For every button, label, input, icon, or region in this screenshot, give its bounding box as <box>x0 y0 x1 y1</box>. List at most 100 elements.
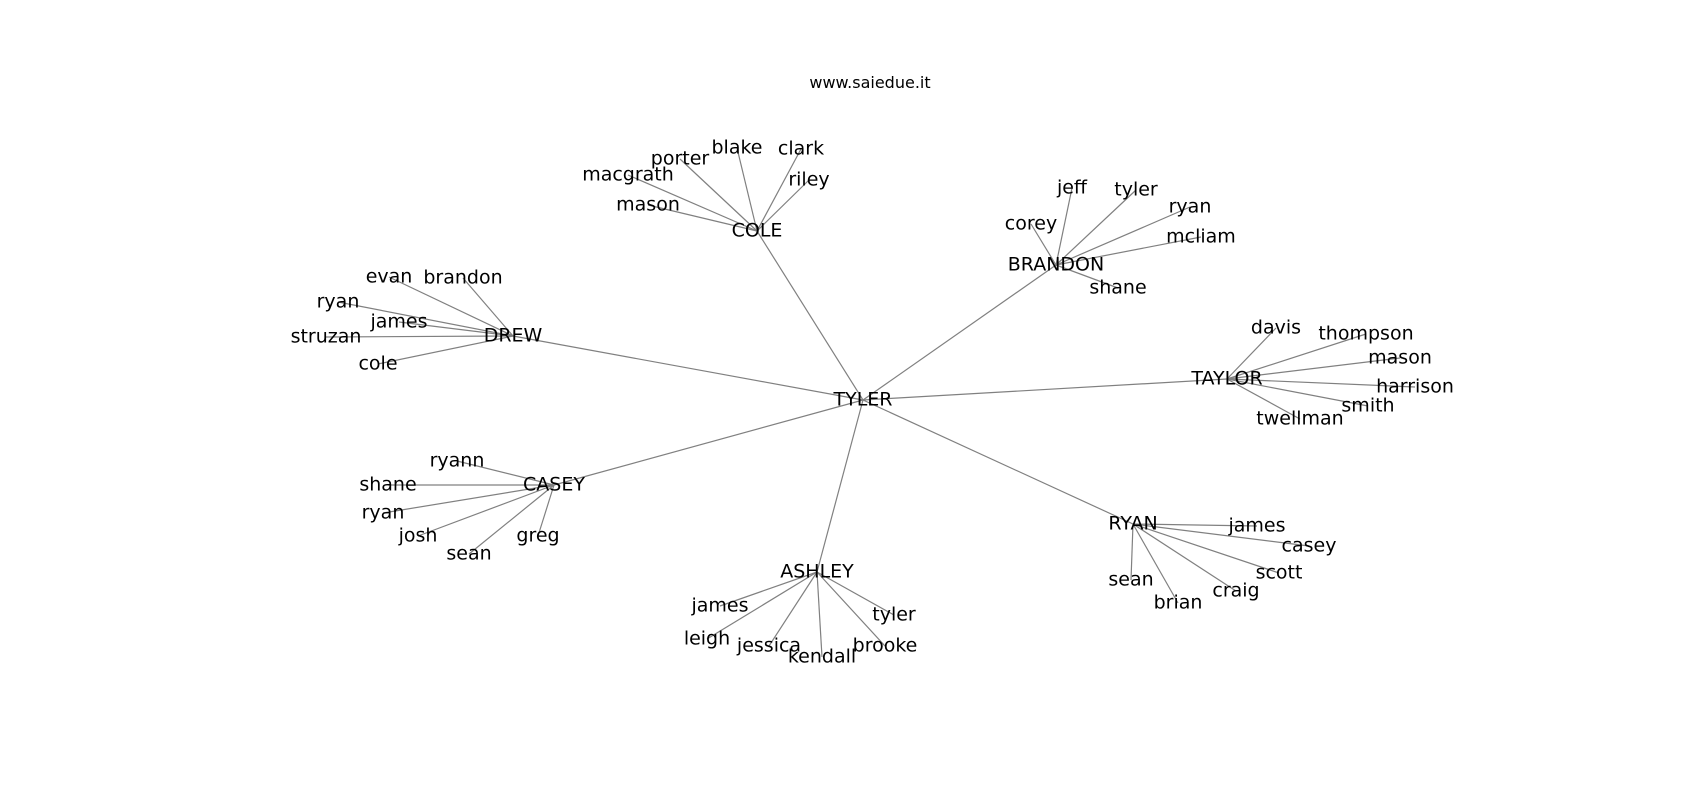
edge-drew-james <box>398 321 514 337</box>
edge-brandon-ryan <box>1055 206 1191 266</box>
leaf-node-label: mason <box>616 194 680 216</box>
leaf-node-label: shane <box>359 474 416 496</box>
leaf-node-label: struzan <box>291 326 362 348</box>
leaf-node-label: evan <box>366 266 413 288</box>
leaf-node-label: porter <box>651 148 710 170</box>
edge-ryan-sean <box>1130 523 1134 581</box>
leaf-node-label: jessica <box>736 635 801 657</box>
leaf-node-label: james <box>1227 515 1285 537</box>
edge-root-brandon <box>862 264 1057 401</box>
edge-root-ryan <box>862 399 1134 525</box>
leaf-node-label: smith <box>1341 395 1394 417</box>
group-node-label-ryan: RYAN <box>1108 513 1157 535</box>
group-node-label-ashley: ASHLEY <box>780 561 854 583</box>
edge-casey-greg <box>537 484 555 537</box>
edge-ryan-brian <box>1132 523 1179 604</box>
edge-taylor-twellman <box>1226 378 1301 420</box>
leaf-node-label: riley <box>788 169 829 191</box>
leaf-node-label: craig <box>1212 580 1259 602</box>
leaf-node-label: ryan <box>362 502 405 524</box>
edge-cole-clark <box>756 148 802 232</box>
leaf-node-label: ryan <box>1169 196 1212 218</box>
leaf-node-label: davis <box>1251 317 1301 339</box>
edge-casey-ryan <box>382 484 555 514</box>
leaf-node-label: brandon <box>423 267 502 289</box>
edge-cole-porter <box>679 158 758 232</box>
leaf-node-label: corey <box>1005 213 1057 235</box>
leaf-node-label: sean <box>1108 569 1153 591</box>
leaf-node-label: ryan <box>317 291 360 313</box>
edge-ashley-james <box>719 571 818 607</box>
edge-root-cole <box>756 230 864 401</box>
edge-root-drew <box>512 335 864 401</box>
edge-taylor-harrison <box>1226 378 1416 388</box>
edge-ashley-jessica <box>768 571 818 647</box>
edge-casey-josh <box>417 484 555 537</box>
leaf-node-label: clark <box>778 138 824 160</box>
leaf-node-label: james <box>369 311 427 333</box>
edge-brandon-jeff <box>1055 187 1073 266</box>
edge-brandon-mcliam <box>1055 236 1202 266</box>
edge-ryan-craig <box>1132 523 1237 592</box>
edge-root-casey <box>553 399 864 486</box>
edge-ashley-leigh <box>706 571 818 640</box>
leaf-node-label: mason <box>1368 347 1432 369</box>
edge-drew-evan <box>388 276 514 337</box>
group-node-label-cole: COLE <box>732 220 783 242</box>
edge-taylor-davis <box>1226 327 1277 380</box>
edge-brandon-corey <box>1030 223 1057 266</box>
edge-brandon-tyler <box>1055 189 1137 266</box>
root-node-label: TYLER <box>832 389 892 411</box>
leaf-node-label: ryann <box>430 450 485 472</box>
edge-drew-brandon <box>462 277 514 337</box>
leaf-node-label: twellman <box>1256 408 1343 430</box>
leaf-node-label: scott <box>1256 562 1303 584</box>
leaf-node-label: sean <box>446 543 491 565</box>
leaf-node-label: leigh <box>684 628 730 650</box>
leaf-node-label: harrison <box>1376 376 1454 398</box>
leaf-node-label: kendall <box>788 646 856 668</box>
leaf-node-label: jeff <box>1056 177 1088 199</box>
edge-ryan-casey <box>1132 523 1310 547</box>
group-node-label-drew: DREW <box>484 325 543 347</box>
edge-drew-ryan <box>337 301 514 337</box>
edge-root-taylor <box>862 378 1228 401</box>
group-node-label-taylor: TAYLOR <box>1190 368 1262 390</box>
leaf-node-label: tyler <box>1114 179 1158 201</box>
edge-drew-cole <box>377 335 514 365</box>
leaf-node-label: cole <box>358 353 397 375</box>
edge-ashley-brooke <box>816 571 886 647</box>
edge-casey-ryann <box>456 460 555 486</box>
edge-cole-macgrath <box>627 174 758 232</box>
edge-taylor-thompson <box>1226 333 1367 380</box>
edge-taylor-smith <box>1226 378 1369 407</box>
leaf-node-label: macgrath <box>582 164 674 186</box>
leaf-node-label: tyler <box>872 604 916 626</box>
edge-ashley-kendall <box>816 571 823 658</box>
edge-cole-blake <box>736 147 758 232</box>
watermark-text: www.saiedue.it <box>809 73 930 92</box>
group-node-label-casey: CASEY <box>523 474 585 496</box>
edge-ryan-james <box>1132 523 1258 527</box>
edge-ashley-tyler <box>816 571 895 616</box>
edge-drew-struzan <box>325 335 514 338</box>
leaf-node-label: greg <box>516 525 559 547</box>
leaf-node-label: brooke <box>853 635 918 657</box>
group-node-label-brandon: BRANDON <box>1008 254 1104 276</box>
edge-brandon-shane <box>1055 264 1119 289</box>
leaf-node-label: blake <box>712 137 763 159</box>
edge-casey-sean <box>468 484 555 555</box>
leaf-node-label: josh <box>398 525 438 547</box>
leaf-node-label: mcliam <box>1166 226 1236 248</box>
edges-layer <box>325 147 1416 658</box>
leaf-node-label: james <box>690 595 748 617</box>
edge-taylor-mason <box>1226 357 1401 380</box>
leaf-node-label: shane <box>1089 277 1146 299</box>
leaf-node-label: casey <box>1282 535 1337 557</box>
leaf-node-label: brian <box>1154 592 1203 614</box>
edge-cole-mason <box>647 204 758 232</box>
edge-ryan-scott <box>1132 523 1280 574</box>
